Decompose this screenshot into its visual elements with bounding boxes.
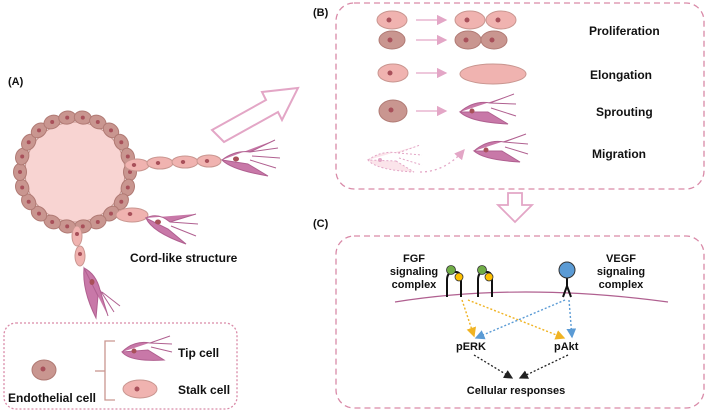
elongation-row	[377, 63, 527, 85]
ring-cell-nucleus	[26, 140, 31, 145]
pakt-to-response-arrow	[518, 354, 569, 379]
tip-cell-right	[220, 139, 281, 177]
fgf-ligand-green	[446, 265, 456, 275]
ring-cell-nucleus	[50, 120, 55, 124]
ring-cell-nucleus	[109, 211, 113, 216]
fgf-label-1: FGF	[403, 253, 425, 265]
fgf-to-pakt-arrow	[467, 299, 566, 340]
ring-cells	[13, 110, 137, 234]
legend-endothelial-label: Endothelial cell	[8, 391, 96, 405]
ring-cell-nucleus	[125, 185, 130, 190]
sprouting-row	[378, 93, 517, 125]
legend-stalk-label: Stalk cell	[178, 383, 230, 397]
vegf-to-pakt-arrow	[566, 299, 577, 339]
legend-stalk-cell	[122, 379, 158, 399]
panel-c-label: (C)	[313, 218, 329, 230]
panel-b-label: (B)	[313, 7, 329, 19]
vegf-label-3: complex	[599, 279, 645, 291]
process-sprouting: Sprouting	[596, 105, 653, 119]
cell-membrane	[394, 291, 669, 303]
ring-cell-nucleus	[95, 120, 100, 124]
legend-tip-cell	[121, 335, 173, 361]
perk-to-response-arrow	[473, 354, 514, 379]
proliferation-row	[376, 10, 517, 50]
ring-cell-nucleus	[65, 224, 70, 229]
bottom-branch	[71, 225, 121, 320]
ring-cell-nucleus	[95, 220, 100, 224]
vegf-label-1: VEGF	[606, 253, 636, 265]
vegf-receptor-complex	[558, 261, 576, 298]
ring-cell-nucleus	[37, 128, 41, 133]
ring-cell-nucleus	[18, 170, 22, 174]
cellular-responses-label: Cellular responses	[467, 385, 565, 397]
ring-cell-nucleus	[119, 140, 124, 145]
legend-tip-label: Tip cell	[178, 346, 219, 360]
tip-cell-bottom	[83, 266, 121, 320]
ring-cell-nucleus	[119, 199, 124, 204]
process-elongation: Elongation	[590, 68, 652, 82]
panel-c-box	[335, 235, 705, 409]
migration-row	[366, 133, 529, 173]
ring-cell-nucleus	[20, 154, 25, 159]
ring-cell-nucleus	[50, 220, 55, 224]
legend-endothelial-cell	[31, 359, 57, 381]
cord-structure	[13, 110, 281, 320]
fgf-receptor-complex	[446, 265, 494, 297]
ring-cell-nucleus	[37, 211, 41, 216]
perk-label: pERK	[456, 341, 486, 353]
fgf-label-2: signaling	[390, 266, 438, 278]
pakt-label: pAkt	[554, 341, 579, 353]
vegf-to-perk-arrow	[474, 299, 566, 340]
ring-cell-nucleus	[125, 154, 130, 159]
ring-cell-nucleus	[80, 224, 85, 229]
arrow-b-to-c	[495, 192, 535, 224]
panel-b-box	[335, 2, 705, 190]
ring-cell-nucleus	[20, 185, 25, 190]
right-stalk-chain	[124, 139, 281, 177]
cord-structure-label: Cord-like structure	[130, 251, 238, 265]
fgf-ligand-yellow	[454, 272, 464, 282]
ring-cell-nucleus	[109, 128, 113, 133]
fgf-to-perk-arrow	[461, 299, 476, 338]
arrow-a-to-b	[210, 86, 300, 144]
lower-right-branch	[115, 207, 199, 245]
vegf-label-2: signaling	[597, 266, 645, 278]
ring-cell-nucleus	[65, 115, 70, 120]
ring-cell-nucleus	[128, 170, 132, 174]
legend-bracket	[104, 340, 115, 401]
tip-cell-lower-right	[145, 213, 199, 245]
ring-cell-nucleus	[80, 115, 85, 120]
legend-box	[3, 322, 238, 410]
vegf-ligand-blue	[558, 261, 576, 279]
fgf-label-3: complex	[392, 279, 438, 291]
panel-a-label: (A)	[8, 76, 24, 88]
process-proliferation: Proliferation	[589, 24, 660, 38]
ring-cell-nucleus	[26, 199, 31, 204]
process-migration: Migration	[592, 147, 646, 161]
